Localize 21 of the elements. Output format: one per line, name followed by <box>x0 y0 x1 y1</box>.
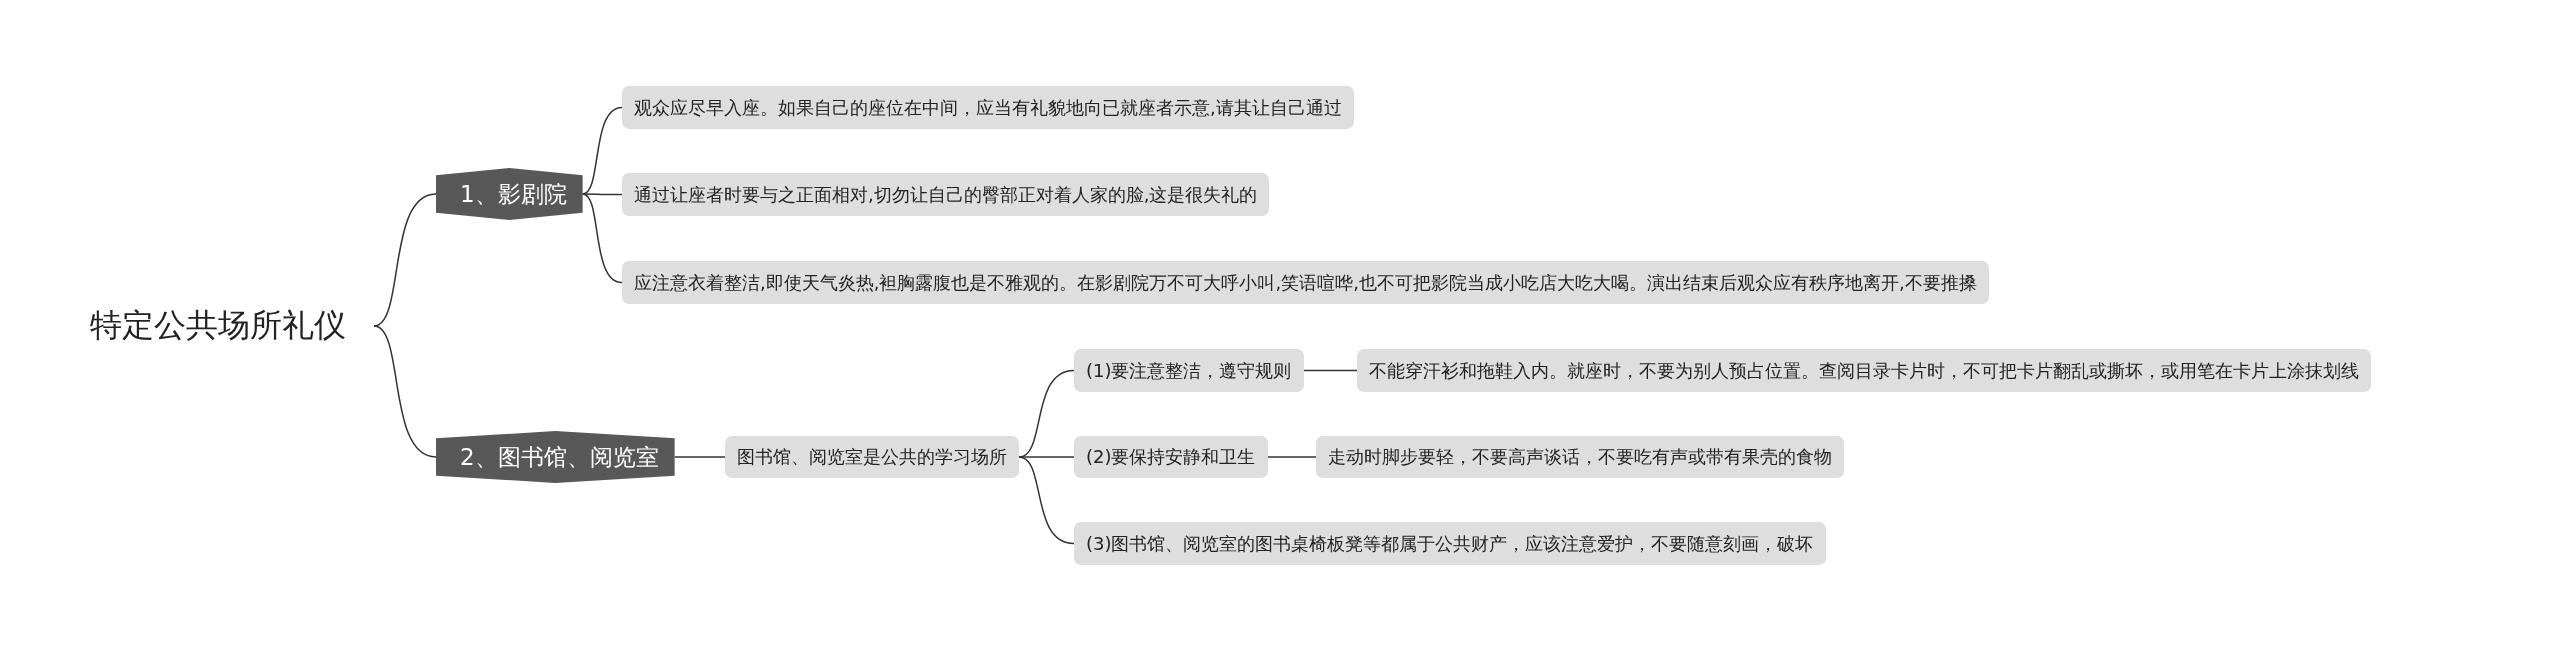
connector-line <box>581 193 623 196</box>
connector-line <box>373 193 437 327</box>
connector-line <box>1266 456 1317 458</box>
subtopic-box: 观众应尽早入座。如果自己的座位在中间，应当有礼貌地向已就座者示意,请其让自己通过 <box>622 86 1354 129</box>
subtopic-box: 图书馆、阅览室是公共的学习场所 <box>725 436 1019 478</box>
connector-line <box>1018 456 1075 545</box>
topic-hexagon: 1、影剧院 <box>436 168 583 220</box>
subtopic-box: (1)要注意整洁，遵守规则 <box>1074 349 1304 392</box>
subtopic-box: (3)图书馆、阅览室的图书桌椅板凳等都属于公共财产，应该注意爱护，不要随意刻画，破坏 <box>1074 522 1826 565</box>
subtopic-box: 走动时脚步要轻，不要高声谈话，不要吃有声或带有果壳的食物 <box>1316 436 1844 478</box>
connector-line <box>673 456 726 458</box>
topic-hexagon: 2、图书馆、阅览室 <box>436 431 675 483</box>
connector-line <box>1018 456 1075 458</box>
connector-line <box>1302 369 1358 372</box>
subtopic-box: 通过让座者时要与之正面相对,切勿让自己的臀部正对着人家的脸,这是很失礼的 <box>622 173 1270 216</box>
subtopic-box: (2)要保持安静和卫生 <box>1074 436 1268 478</box>
subtopic-box: 应注意衣着整洁,即使天气炎热,袒胸露腹也是不雅观的。在影剧院万不可大呼小叫,笑语喧哗,也不可把影院当成小吃店大吃大喝。演出结束后观众应有秩序地离开,不要推搡 <box>622 261 1989 304</box>
connector-line <box>581 193 623 284</box>
subtopic-box: 不能穿汗衫和拖鞋入内。就座时，不要为别人预占位置。查阅目录卡片时，不可把卡片翻乱或撕坏，或用笔在卡片上涂抹划线 <box>1357 349 2371 392</box>
connector-line <box>373 325 437 458</box>
central-topic: 特定公共场所礼仪 <box>90 300 374 352</box>
